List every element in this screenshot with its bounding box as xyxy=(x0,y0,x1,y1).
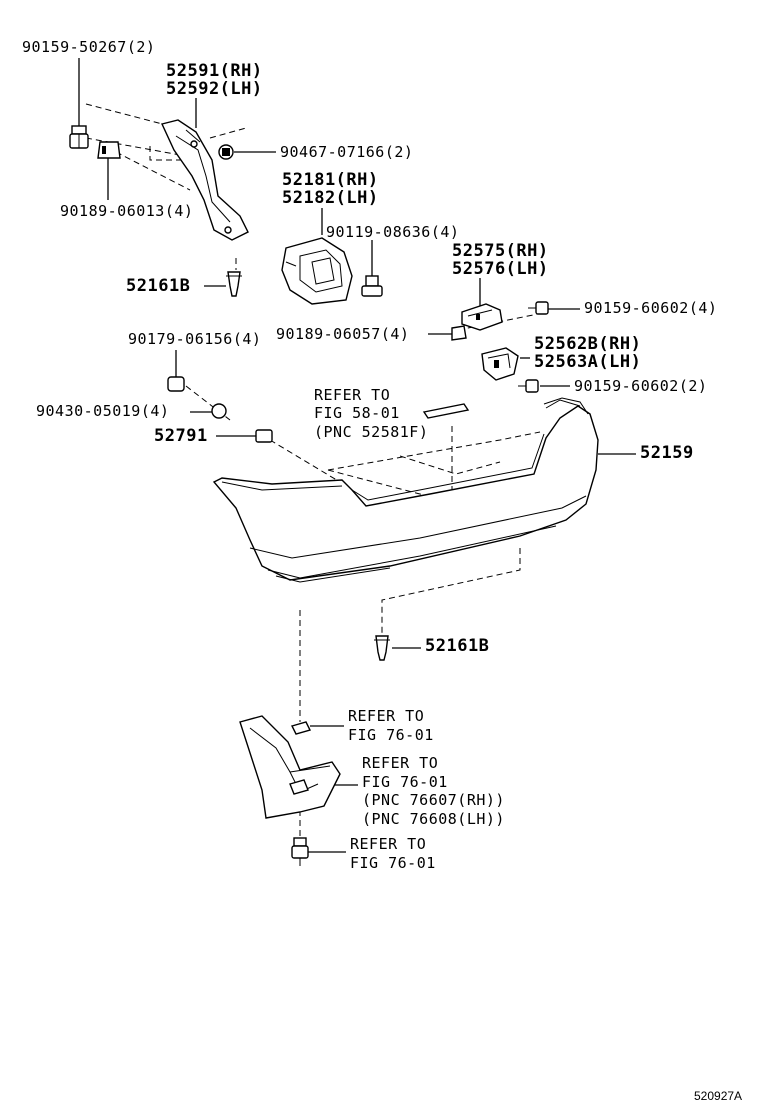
ref-4-line-2[interactable]: FIG 76-01 xyxy=(350,854,436,872)
callout-52562b-rh[interactable]: 52562B(RH) xyxy=(534,334,641,354)
ref-4-line-1: REFER TO xyxy=(350,835,426,853)
clip-52791-icon[interactable] xyxy=(244,429,273,443)
mud-flap-screw-icon[interactable] xyxy=(291,837,309,866)
ref-1-line-3: (PNC 52581F) xyxy=(314,423,428,441)
rear-bumper-cover-icon[interactable] xyxy=(212,397,599,583)
callout-52591-rh[interactable]: 52591(RH) xyxy=(166,61,263,81)
ref-2-line-1: REFER TO xyxy=(348,707,424,725)
callout-52791[interactable]: 52791 xyxy=(154,426,208,446)
screw-90159-60602-4-icon[interactable] xyxy=(528,301,549,315)
retainer-52575-icon[interactable] xyxy=(461,303,503,331)
ref-3-line-3: (PNC 76607(RH)) xyxy=(362,791,505,809)
screw-90159-60602-2-icon[interactable] xyxy=(518,379,539,393)
callout-90159-50267[interactable]: 90159-50267(2) xyxy=(22,38,155,56)
ref-2-line-2[interactable]: FIG 76-01 xyxy=(348,726,434,744)
reflector-52181-icon[interactable] xyxy=(281,237,353,305)
callout-52159[interactable]: 52159 xyxy=(640,443,694,463)
ref-3-line-2[interactable]: FIG 76-01 xyxy=(362,773,448,791)
clip-90467-07166-icon[interactable] xyxy=(218,144,234,160)
ref-3-line-1: REFER TO xyxy=(362,754,438,772)
bumper-bracket-52562b-icon[interactable] xyxy=(481,347,519,381)
callout-52563a-lh[interactable]: 52563A(LH) xyxy=(534,352,641,372)
callout-90189-06057[interactable]: 90189-06057(4) xyxy=(276,325,409,343)
callout-90159-60602-2[interactable]: 90159-60602(2) xyxy=(574,377,707,395)
callout-52181-rh[interactable]: 52181(RH) xyxy=(282,170,379,190)
fastener-52161b-upper-icon[interactable] xyxy=(226,271,242,297)
callout-52161b-upper[interactable]: 52161B xyxy=(126,276,190,296)
callout-90119-08636[interactable]: 90119-08636(4) xyxy=(326,223,459,241)
callout-52182-lh[interactable]: 52182(LH) xyxy=(282,188,379,208)
callout-90430-05019[interactable]: 90430-05019(4) xyxy=(36,402,169,420)
callout-90159-60602-4[interactable]: 90159-60602(4) xyxy=(584,299,717,317)
cushion-90179-06156-icon[interactable] xyxy=(167,376,185,392)
callout-90179-06156[interactable]: 90179-06156(4) xyxy=(128,330,261,348)
reflector-pad-icon[interactable] xyxy=(422,403,470,419)
callout-52576-lh[interactable]: 52576(LH) xyxy=(452,259,549,279)
callout-52161b-lower[interactable]: 52161B xyxy=(425,636,489,656)
clip-90189-06013-icon[interactable] xyxy=(97,141,121,159)
ref-1-line-2[interactable]: FIG 58-01 xyxy=(314,404,400,422)
bolt-90159-50267-icon[interactable] xyxy=(69,125,89,149)
clip-90189-06057-icon[interactable] xyxy=(451,325,467,341)
bumper-side-bracket-icon[interactable] xyxy=(161,119,249,241)
callout-90467-07166[interactable]: 90467-07166(2) xyxy=(280,143,413,161)
callout-52592-lh[interactable]: 52592(LH) xyxy=(166,79,263,99)
screw-90119-08636-icon[interactable] xyxy=(361,275,383,297)
callout-90189-06013[interactable]: 90189-06013(4) xyxy=(60,202,193,220)
diagram-id: 520927A xyxy=(694,1089,742,1103)
callout-52575-rh[interactable]: 52575(RH) xyxy=(452,241,549,261)
ref-1-line-1: REFER TO xyxy=(314,386,390,404)
fastener-52161b-lower-icon[interactable] xyxy=(374,635,390,661)
clip-90430-05019-icon[interactable] xyxy=(211,403,227,419)
mud-flap-icon[interactable] xyxy=(239,715,341,819)
ref-3-line-4: (PNC 76608(LH)) xyxy=(362,810,505,828)
